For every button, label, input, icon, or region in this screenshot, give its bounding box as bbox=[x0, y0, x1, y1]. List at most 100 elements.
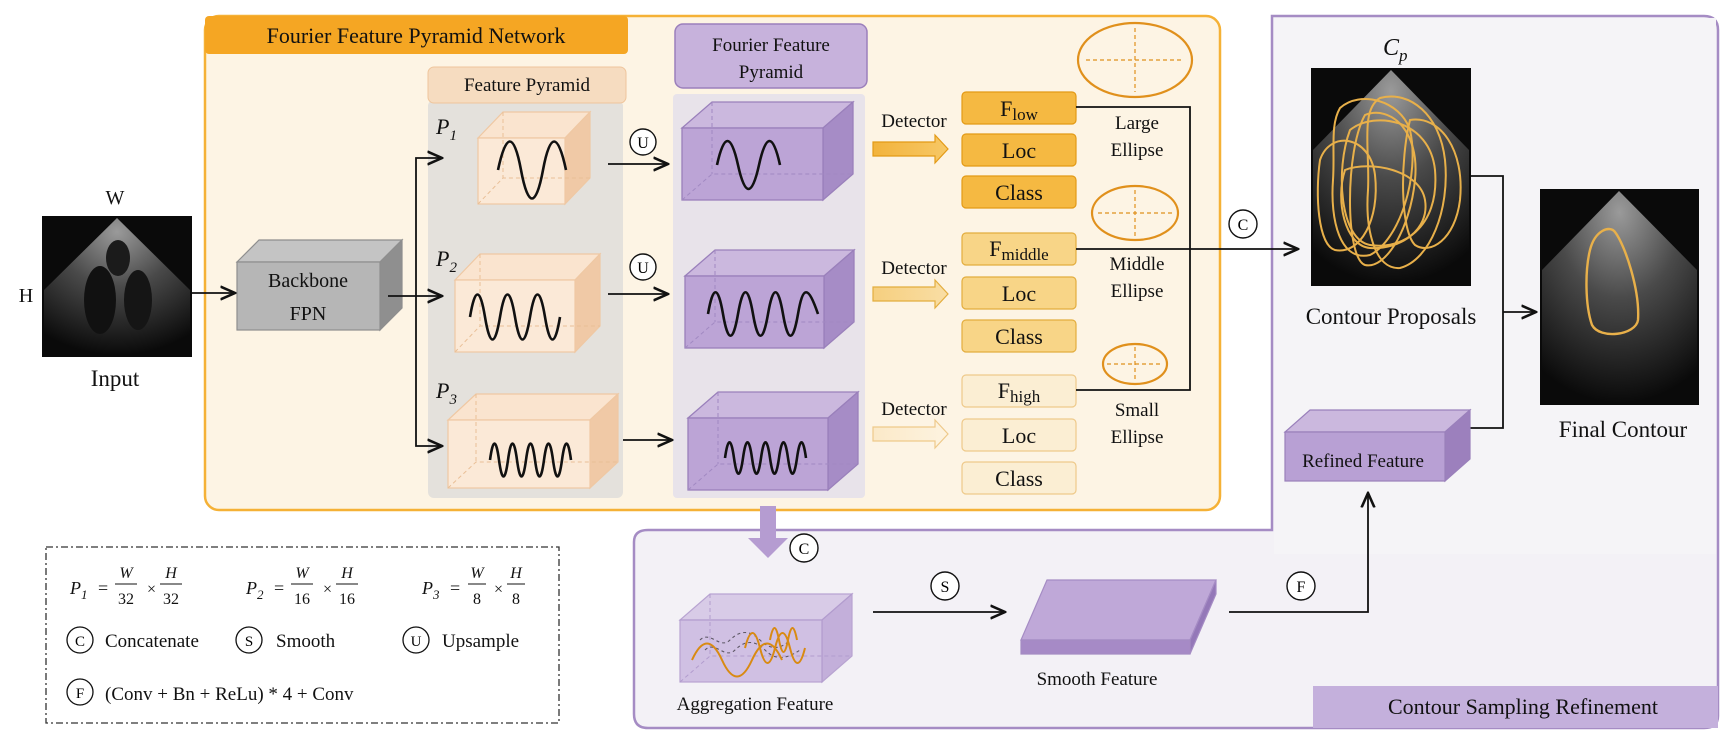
smooth-feature-block bbox=[1020, 579, 1217, 655]
svg-text:8: 8 bbox=[512, 591, 520, 608]
arrow-to-refined bbox=[1229, 493, 1368, 613]
large-ellipse-line1: Large bbox=[1115, 113, 1159, 134]
concat-tag-top: C bbox=[1228, 209, 1258, 239]
svg-text:F: F bbox=[1297, 579, 1306, 596]
large-ellipse-icon bbox=[1076, 21, 1194, 99]
svg-text:32: 32 bbox=[118, 591, 134, 608]
svg-text:C: C bbox=[799, 541, 810, 558]
feature-cube-p2 bbox=[453, 252, 602, 354]
svg-text:F: F bbox=[76, 686, 84, 702]
svg-text:×: × bbox=[323, 581, 332, 598]
f-middle-label: Fmiddle bbox=[989, 236, 1048, 264]
legend-box bbox=[45, 546, 560, 724]
fourier-pyramid-label-line2: Pyramid bbox=[739, 62, 804, 83]
svg-text:W: W bbox=[119, 565, 134, 582]
svg-text:P3: P3 bbox=[421, 578, 440, 602]
final-contour-label: Final Contour bbox=[1559, 417, 1688, 442]
backbone-fpn-block bbox=[235, 238, 404, 332]
legend-formula-p1: P1 = W 32 × H 32 bbox=[69, 565, 182, 608]
svg-text:U: U bbox=[637, 260, 649, 277]
loc-high-box bbox=[961, 418, 1077, 452]
head-middle: Fmiddle Loc Class bbox=[961, 232, 1077, 353]
concat-tag-bottom: C bbox=[789, 533, 819, 563]
svg-text:S: S bbox=[245, 634, 253, 650]
middle-ellipse-line2: Ellipse bbox=[1111, 281, 1164, 302]
head-low: Flow Loc Class bbox=[961, 91, 1077, 209]
small-ellipse-icon bbox=[1101, 342, 1169, 386]
line-refined-out bbox=[1470, 312, 1504, 429]
class-low-label: Class bbox=[995, 180, 1043, 205]
legend-smooth: S Smooth bbox=[235, 626, 336, 654]
legend-upsample: U Upsample bbox=[402, 626, 519, 654]
f-low-box bbox=[961, 91, 1077, 125]
arrow-backbone-to-p3 bbox=[415, 296, 442, 446]
svg-text:W: W bbox=[470, 565, 485, 582]
p2-label: P2 bbox=[435, 246, 457, 276]
cp-symbol: Cp bbox=[1383, 35, 1408, 65]
legend-concatenate: C Concatenate bbox=[66, 626, 199, 654]
svg-text:P1: P1 bbox=[69, 578, 88, 602]
smooth-feature-label: Smooth Feature bbox=[1037, 669, 1158, 690]
svg-text:H: H bbox=[509, 565, 523, 582]
svg-text:=: = bbox=[274, 578, 284, 598]
input-height-label: H bbox=[19, 285, 33, 307]
ffpn-title-bar bbox=[205, 16, 628, 54]
input-label: Input bbox=[91, 366, 140, 391]
loc-low-label: Loc bbox=[1002, 138, 1036, 163]
f-high-box bbox=[961, 374, 1077, 408]
refined-feature-label: Refined Feature bbox=[1302, 451, 1424, 472]
detector-arrow-3 bbox=[872, 418, 949, 450]
input-width-label: W bbox=[106, 187, 125, 209]
upsample-tag-1: U bbox=[629, 128, 657, 156]
arrow-backbone-to-p1 bbox=[415, 158, 442, 296]
fourier-cube-1 bbox=[680, 100, 855, 202]
f-low-label: Flow bbox=[1000, 96, 1038, 124]
class-middle-box bbox=[961, 319, 1077, 353]
p3-label: P3 bbox=[435, 378, 457, 408]
backbone-label-line2: FPN bbox=[290, 303, 327, 325]
legend-conv-block: F (Conv + Bn + ReLu) * 4 + Conv bbox=[66, 678, 354, 706]
backbone-label-line1: Backbone bbox=[268, 270, 348, 292]
csr-title-bar bbox=[1313, 686, 1718, 728]
f-tag: F bbox=[1286, 571, 1316, 601]
loc-low-box bbox=[961, 133, 1077, 167]
detector-label-2: Detector bbox=[881, 258, 947, 279]
legend-formula-p2: P2 = W 16 × H 16 bbox=[245, 565, 358, 608]
large-ellipse-line2: Ellipse bbox=[1111, 140, 1164, 161]
ffpn-title: Fourier Feature Pyramid Network bbox=[267, 23, 566, 48]
small-ellipse-line1: Small bbox=[1115, 400, 1159, 421]
f-high-label: Fhigh bbox=[998, 378, 1041, 406]
svg-text:16: 16 bbox=[294, 591, 310, 608]
fourier-cube-3 bbox=[686, 390, 860, 492]
detector-arrow-1 bbox=[872, 133, 949, 165]
p1-label: P1 bbox=[435, 114, 457, 144]
svg-text:H: H bbox=[164, 565, 178, 582]
fourier-pyramid-label-box bbox=[674, 23, 868, 89]
feature-cube-p1 bbox=[476, 110, 592, 206]
legend-formula-p3: P3 = W 8 × H 8 bbox=[421, 565, 525, 608]
svg-text:H: H bbox=[340, 565, 354, 582]
svg-text:W: W bbox=[295, 565, 310, 582]
contour-proposals-label: Contour Proposals bbox=[1306, 304, 1477, 329]
svg-text:Concatenate: Concatenate bbox=[105, 631, 199, 652]
svg-text:C: C bbox=[75, 634, 85, 650]
head-high: Fhigh Loc Class bbox=[961, 374, 1077, 495]
aggregation-feature-label: Aggregation Feature bbox=[677, 694, 834, 715]
class-high-box bbox=[961, 461, 1077, 495]
detector-arrow-2 bbox=[872, 278, 949, 310]
detector-label-3: Detector bbox=[881, 399, 947, 420]
class-low-box bbox=[961, 175, 1077, 209]
svg-text:P2: P2 bbox=[245, 578, 264, 602]
upsample-tag-2: U bbox=[629, 253, 657, 281]
small-ellipse-line2: Ellipse bbox=[1111, 427, 1164, 448]
svg-text:Upsample: Upsample bbox=[442, 631, 519, 652]
svg-text:16: 16 bbox=[339, 591, 355, 608]
refined-feature-block bbox=[1283, 408, 1472, 483]
feature-pyramid-label: Feature Pyramid bbox=[464, 75, 591, 96]
final-contour-image bbox=[1540, 189, 1699, 405]
input-echo-image bbox=[42, 216, 192, 357]
feature-cube-p3 bbox=[446, 392, 620, 490]
svg-text:×: × bbox=[147, 581, 156, 598]
svg-text:=: = bbox=[98, 578, 108, 598]
smooth-tag: S bbox=[930, 571, 960, 601]
